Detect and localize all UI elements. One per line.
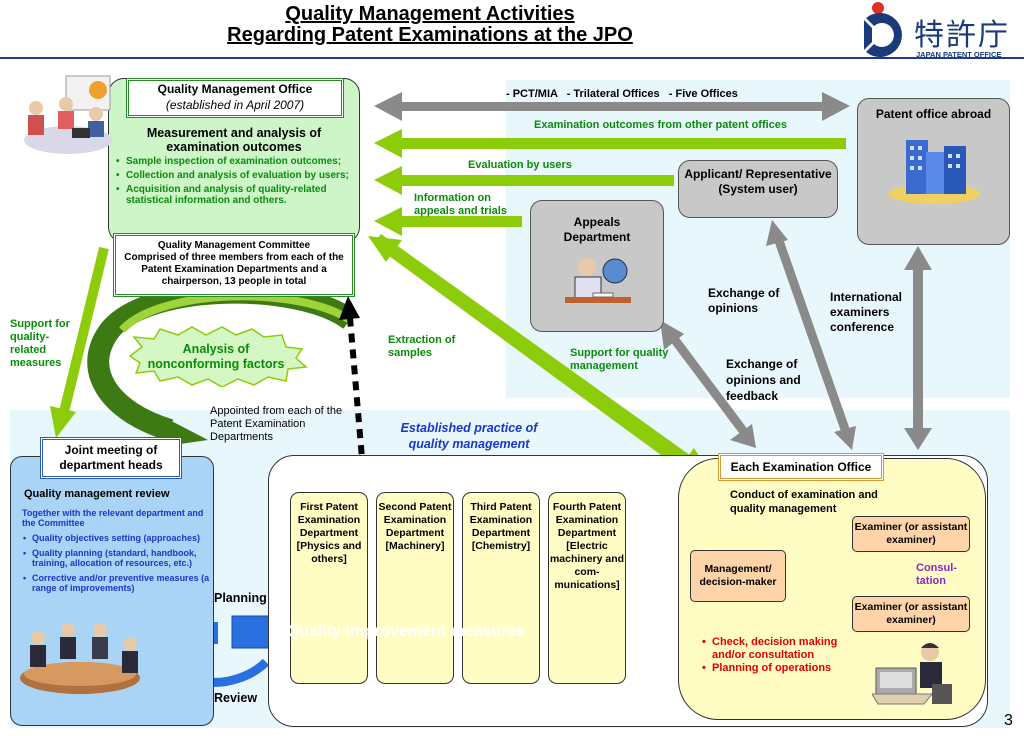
qmo-item: Acquisition and analysis of quality-rela… bbox=[114, 184, 356, 206]
exam-office-conduct: Conduct of examination and quality manag… bbox=[730, 489, 878, 515]
info-appeals-arrow bbox=[374, 207, 522, 236]
title-line-2: Regarding Patent Examinations at the JPO bbox=[227, 24, 633, 46]
support-related-label: Support for quality-related measures bbox=[10, 318, 70, 369]
exam-office-actions: Check, decision making and/or consultati… bbox=[700, 636, 870, 675]
logo-text: 特許庁 bbox=[914, 18, 1010, 53]
page-title: Quality Management Activities Regarding … bbox=[150, 4, 710, 46]
examiner-box-lower: Examiner (or assistant examiner) bbox=[852, 596, 970, 632]
pct-label: - PCT/MIA - Trilateral Offices - Five Of… bbox=[506, 88, 738, 100]
support-related-arrow bbox=[50, 246, 109, 438]
eval-users-label: Evaluation by users bbox=[468, 159, 572, 171]
office-meeting-illustration bbox=[24, 75, 112, 154]
info-appeals-label: Information on appeals and trials bbox=[414, 192, 507, 217]
exchange-feedback-label: Exchange of opinions and feedback bbox=[726, 357, 801, 403]
analysis-label: Analysis of nonconforming factors bbox=[147, 342, 285, 371]
appeals-examiner-icon bbox=[565, 258, 631, 303]
dept-second: Second Patent Examination Department [Ma… bbox=[376, 492, 454, 684]
dept-fourth: Fourth Patent Examination Department [El… bbox=[548, 492, 626, 684]
jpo-logo: 特許庁 JAPAN PATENT OFFICE bbox=[856, 0, 1024, 62]
appointed-dotted-arrow bbox=[339, 296, 366, 471]
qm-review-title: Quality management review bbox=[24, 488, 170, 500]
department-heads-illustration bbox=[20, 623, 140, 694]
intl-conference-label: International examiners conference bbox=[830, 290, 903, 334]
joint-meeting-title: Joint meeting of department heads bbox=[40, 437, 182, 479]
support-qm-label: Support for quality management bbox=[570, 347, 669, 372]
qm-review-item: Corrective and/or preventive measures (a… bbox=[22, 573, 212, 593]
qmo-subtitle: (established in April 2007) bbox=[165, 98, 305, 112]
qmc-text: Comprised of three members from each of … bbox=[124, 252, 344, 287]
exam-office-title: Each Examination Office bbox=[718, 453, 884, 481]
qmo-heading: Measurement and analysis of examination … bbox=[146, 126, 322, 154]
exam-action-item: Planning of operations bbox=[700, 662, 870, 675]
qmo-item: Collection and analysis of evaluation by… bbox=[114, 170, 356, 181]
eval-users-arrow bbox=[374, 166, 674, 195]
building-icon bbox=[887, 140, 980, 204]
title-line-1: Quality Management Activities bbox=[285, 3, 575, 25]
planning-label: Planning bbox=[214, 591, 267, 605]
manager-box: Management/ decision-maker bbox=[690, 550, 786, 602]
quality-management-committee: Quality Management Committee Comprised o… bbox=[113, 233, 355, 297]
extraction-label: Extraction of samples bbox=[388, 334, 456, 359]
abroad-label: Patent office abroad bbox=[875, 107, 992, 121]
dept-third: Third Patent Examination Department [Che… bbox=[462, 492, 540, 684]
logo-subtext: JAPAN PATENT OFFICE bbox=[916, 50, 1002, 59]
consultation-label: Consul-tation bbox=[916, 562, 957, 587]
appeals-label: Appeals Department bbox=[563, 215, 631, 244]
exchange-opinions-label: Exchange of opinions bbox=[708, 286, 780, 315]
exam-action-item: Check, decision making and/or consultati… bbox=[700, 636, 870, 662]
examiner-at-desk-illustration bbox=[872, 643, 952, 705]
appeals-exchange-arrow bbox=[660, 320, 756, 448]
pct-double-arrow bbox=[374, 92, 850, 121]
applicant-box: Applicant/ Representative (System user) bbox=[678, 160, 838, 218]
qmo-title: Quality Management Office bbox=[157, 82, 313, 96]
qmc-title: Quality Management Committee bbox=[157, 240, 311, 251]
review-label: Review bbox=[214, 691, 258, 705]
examiner-box-upper: Examiner (or assistant examiner) bbox=[852, 516, 970, 552]
applicant-exchange-arrow bbox=[766, 220, 856, 450]
qm-review-intro: Together with the relevant department an… bbox=[22, 508, 204, 528]
qmo-item: Sample inspection of examination outcome… bbox=[114, 156, 356, 167]
qim-label: Quality improvement measures bbox=[286, 623, 526, 640]
outcomes-other-label: Examination outcomes from other patent o… bbox=[534, 119, 788, 131]
page-number: 3 bbox=[1004, 712, 1013, 729]
intl-conference-arrow bbox=[904, 246, 932, 450]
dept-first: First Patent Examination Department [Phy… bbox=[290, 492, 368, 684]
analysis-burst bbox=[128, 326, 308, 387]
qmo-list: Sample inspection of examination outcome… bbox=[114, 156, 356, 209]
patent-office-abroad: Patent office abroad bbox=[857, 98, 1010, 245]
outcomes-other-arrow bbox=[374, 129, 846, 158]
qm-review-list: Together with the relevant department an… bbox=[22, 508, 212, 598]
appointed-label: Appointed from each of the Patent Examin… bbox=[210, 405, 343, 443]
established-label: Established practice of quality manageme… bbox=[400, 421, 538, 451]
qmo-title-box: Quality Management Office (established i… bbox=[126, 78, 344, 118]
jpo-emblem-icon bbox=[864, 2, 902, 57]
qm-review-item: Quality planning (standard, handbook, tr… bbox=[22, 548, 212, 568]
qm-review-item: Quality objectives setting (approaches) bbox=[22, 533, 212, 543]
appeals-department: Appeals Department bbox=[530, 200, 664, 332]
header-rule bbox=[0, 57, 1024, 59]
